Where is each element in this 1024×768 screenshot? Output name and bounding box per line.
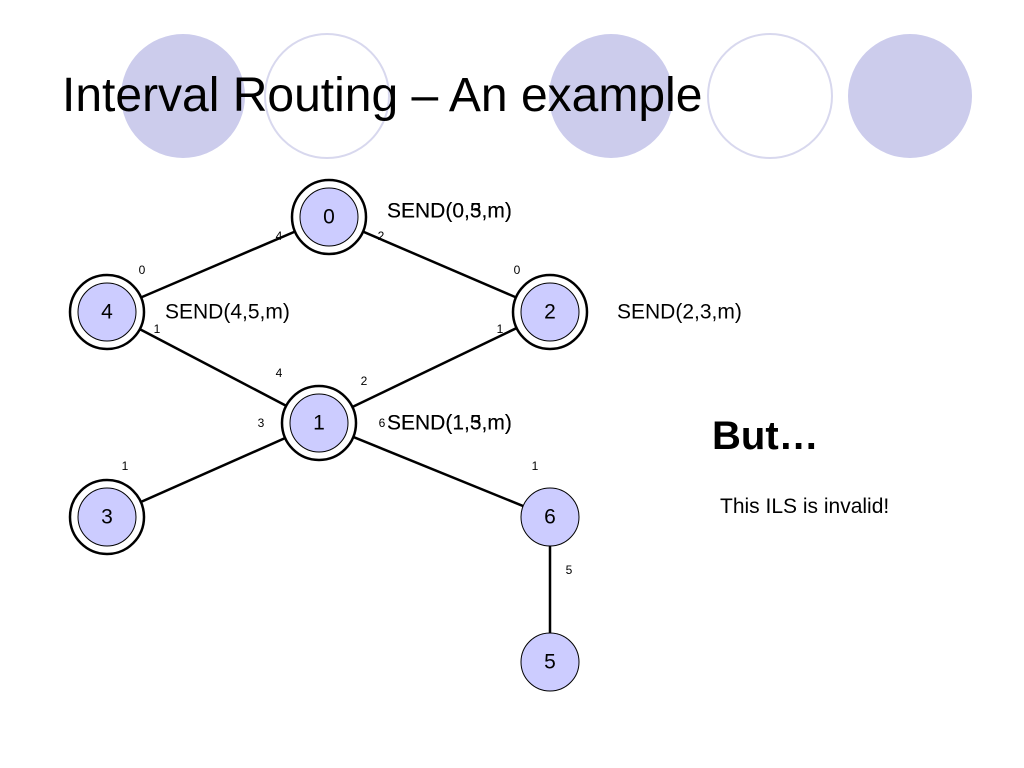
node-label: 6 [544,506,556,529]
port-label: 1 [154,322,161,336]
invalid-note: This ILS is invalid! [720,495,890,518]
node-6: 6 [520,487,580,547]
port-label: 0 [139,263,146,277]
node-label: 0 [323,206,335,229]
node-label: 2 [544,301,556,324]
node-circle [520,632,580,692]
node-label: 3 [101,506,113,529]
node-circle [77,487,137,547]
edge-4-1 [106,310,320,425]
port-label: 3 [258,416,265,430]
port-label: 1 [122,459,129,473]
node-0: 0 [290,178,368,256]
port-label: 1 [532,459,539,473]
node-label: 4 [101,301,113,324]
edge-0-2 [328,215,551,314]
edge-0-4 [106,215,330,314]
port-label: 2 [378,229,385,243]
deco-circle-filled-2 [549,34,673,158]
node-label: 5 [544,651,556,674]
send-label: SEND(0,3,m) [387,200,512,223]
port-label: 5 [566,563,573,577]
send-label: SEND(0,5,m) [387,200,512,223]
port-label: 4 [276,229,283,243]
node-circle [77,282,137,342]
node-4: 4 [68,273,146,351]
port-label: 4 [276,366,283,380]
edge-2-1 [318,310,551,425]
node-1: 1 [280,384,358,462]
deco-circle-filled-3 [848,34,972,158]
send-label: SEND(4,5,m) [165,301,290,324]
deco-circle-outline-2 [707,33,833,159]
node-5: 5 [520,632,580,692]
deco-circle-outline-1 [264,33,390,159]
send-label: SEND(2,3,m) [617,301,742,324]
port-label: 1 [497,322,504,336]
deco-circle-filled-1 [121,34,245,158]
node-2: 2 [511,273,589,351]
node-circle [520,487,580,547]
node-circle [520,282,580,342]
port-label: 2 [361,374,368,388]
node-circle [299,187,359,247]
send-label: SEND(1,5,m) [387,412,512,435]
port-label: 6 [379,416,386,430]
page-title: Interval Routing – An example [62,69,703,122]
port-label: 0 [514,263,521,277]
node-label: 1 [313,412,325,435]
edge-1-6 [318,421,551,519]
but-heading: But… [712,414,819,458]
edge-1-3 [106,421,320,519]
node-3: 3 [68,478,146,556]
node-circle [289,393,349,453]
send-label: SEND(1,3,m) [387,412,512,435]
